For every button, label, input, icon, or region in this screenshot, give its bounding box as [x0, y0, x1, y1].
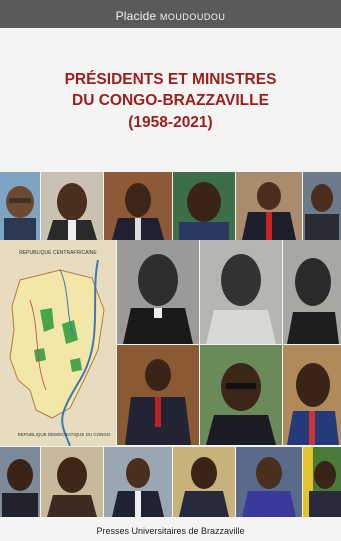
- portrait-photo: [173, 172, 235, 240]
- title-line-2: DU CONGO-BRAZZAVILLE: [72, 92, 269, 109]
- portrait-photo: [0, 172, 40, 240]
- author-name: Placide Moudoudou: [0, 9, 341, 23]
- portrait-photo: [104, 447, 172, 517]
- map-label-bottom: REPUBLIQUE DEMOCRATIQUE DU CONGO: [18, 432, 111, 437]
- footer-strip: [0, 517, 341, 541]
- publisher-name: Presses Universitaires de Brazzaville: [96, 526, 245, 536]
- portrait-photo: [236, 447, 302, 517]
- portrait-photo: [200, 345, 282, 445]
- title-line-3: (1958-2021): [128, 114, 213, 131]
- portrait-photo: [0, 447, 40, 517]
- map-label-top: REPUBLIQUE CENTRAFRICAINE: [19, 250, 97, 256]
- author-last-name: Moudoudou: [159, 12, 226, 22]
- portrait-collage: REPUBLIQUE CENTRAFRICAINE REPUBLIQUE DEM…: [0, 172, 341, 517]
- congo-map: REPUBLIQUE CENTRAFRICAINE REPUBLIQUE DEM…: [0, 240, 116, 446]
- portrait-photo: [41, 447, 103, 517]
- portrait-photo: [283, 240, 341, 344]
- portrait-photo: [303, 447, 341, 517]
- author-first-name: Placide: [115, 9, 157, 23]
- portrait-photo: [200, 240, 282, 344]
- author-bar: [0, 0, 341, 28]
- portrait-photo: [283, 345, 341, 445]
- portrait-photo: [236, 172, 302, 240]
- portrait-photo: [303, 172, 341, 240]
- title-line-1: PRÉSIDENTS ET MINISTRES: [64, 71, 277, 88]
- portrait-photo: [117, 240, 199, 344]
- portrait-photo: [41, 172, 103, 240]
- portrait-photo: [104, 172, 172, 240]
- portrait-photo: [117, 345, 199, 445]
- portrait-photo: [173, 447, 235, 517]
